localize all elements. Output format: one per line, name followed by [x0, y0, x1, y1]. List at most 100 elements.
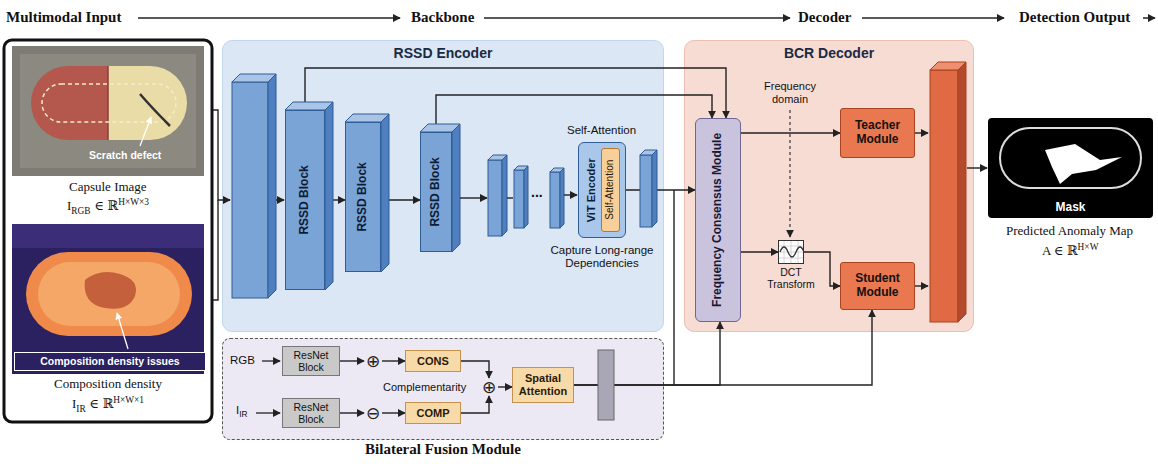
small-block: [514, 170, 524, 228]
flow-arrow: [262, 360, 280, 361]
label-text: I: [67, 198, 71, 213]
connector: [626, 189, 695, 190]
density-defect: [85, 272, 136, 309]
flow-arrow: [276, 199, 284, 200]
label-group: IIR: [236, 404, 247, 420]
label-group: Detection Output: [1019, 9, 1130, 26]
mask-defect: [1045, 144, 1122, 184]
block-side: [560, 168, 564, 228]
attention-box: Self-Attention: [601, 148, 620, 232]
small-block: [488, 160, 502, 236]
connector: [574, 322, 720, 385]
label-text: ∈ ℝ: [94, 198, 118, 213]
label-group: Capture Long-range Dependencies: [546, 244, 658, 270]
label-group: Capsule Image: [69, 180, 147, 195]
scratch-mark: [140, 94, 170, 126]
capsule-seam: [107, 66, 109, 140]
flow-arrow: [256, 412, 280, 413]
rssd-block: RSSD Block: [285, 110, 325, 290]
label-text: ...: [531, 184, 543, 200]
resnet-block: ResNet Block: [282, 398, 340, 428]
node-text: RSSD Encoder: [223, 41, 663, 61]
label-group: Decoder: [798, 9, 851, 26]
connector: [461, 396, 489, 413]
dotted-arrow: [789, 110, 790, 237]
resnet-block: ResNet Block: [282, 346, 340, 376]
connector: [382, 412, 405, 413]
label-text: Frequency domain: [764, 80, 816, 105]
input-wire: [213, 200, 218, 300]
anomaly-mask: Mask: [988, 118, 1153, 218]
fusion-wire: [673, 190, 674, 385]
header-arrow: [1143, 17, 1155, 19]
add-symbol: ⊕: [480, 378, 498, 396]
comp-box: COMP: [405, 402, 461, 424]
block-side: [652, 150, 657, 227]
subtract-symbol: ⊖: [364, 404, 382, 422]
block-side: [502, 155, 507, 236]
label-group: Self-Attention: [567, 124, 636, 137]
label-group: Frequency domain: [759, 80, 821, 105]
node-text: Frequency Consensus Module: [711, 133, 725, 307]
label-group: IRGB ∈ ℝH×W×3: [67, 197, 149, 217]
header-arrow: [484, 17, 790, 19]
flow-arrow: [460, 197, 487, 198]
node-text: ResNet Block: [286, 401, 336, 425]
cons-box: CONS: [405, 350, 461, 372]
block-side: [268, 74, 276, 298]
label-text: I: [236, 404, 239, 416]
label-group: Predicted Anomaly Map: [1006, 224, 1133, 239]
flow-arrow: [564, 194, 577, 195]
label-text: Decoder: [798, 9, 851, 25]
label-text: IR: [76, 404, 85, 414]
student-module: Student Module: [840, 262, 915, 310]
label-text: IR: [239, 410, 247, 419]
add-symbol: ⊕: [364, 352, 382, 370]
node-text: Mask: [1055, 201, 1085, 215]
label-group: A ∈ ℝH×W: [1042, 242, 1098, 259]
label-text: RGB: [71, 206, 90, 216]
density-core: [38, 262, 180, 326]
label-text: H×W×3: [118, 197, 149, 207]
dct-ground: [778, 240, 804, 264]
label-text: Backbone: [411, 9, 474, 25]
node-text: Student Module: [844, 272, 911, 300]
node-text: ⊖: [366, 404, 380, 422]
label-text: Detection Output: [1019, 9, 1130, 25]
node-text: Bilateral Fusion Module: [223, 441, 663, 458]
label-group: Scratch defect: [89, 149, 161, 161]
connector: [461, 361, 489, 378]
flow-line: [507, 197, 513, 198]
connector: [340, 412, 364, 413]
dct-grid: [778, 240, 804, 264]
connector: [804, 252, 840, 286]
leader-line: [117, 313, 128, 349]
label-text: A ∈ ℝ: [1042, 243, 1078, 258]
block-side: [524, 166, 528, 228]
label-text: Composition density: [54, 376, 162, 391]
label-text: Capsule Image: [69, 179, 147, 194]
node-text: ResNet Block: [286, 349, 336, 373]
node-text: Composition density issues: [40, 355, 179, 367]
dct-icon: DCT Transform: [778, 240, 804, 264]
attention-box: Spatial Attention: [512, 367, 574, 403]
flow-arrow: [915, 132, 928, 133]
node-text: RSSD Block: [429, 157, 443, 226]
label-text: H×W: [1078, 242, 1099, 252]
capsule-body: [108, 66, 187, 140]
node-text: Teacher Module: [844, 119, 911, 147]
label-group: Complementarity: [383, 381, 466, 394]
connector: [574, 310, 872, 385]
label-text: Multimodal Input: [6, 9, 121, 25]
label-group: IIR∈ ℝH×W×1: [72, 395, 144, 415]
connector: [382, 360, 405, 361]
node-text: BCR Decoder: [685, 41, 973, 61]
rssd-block: RSSD Block: [420, 132, 452, 252]
label-text: Scratch defect: [89, 149, 161, 161]
node-text: Self-Attention: [605, 160, 617, 220]
node-text: CONS: [417, 355, 449, 368]
input-frame: [4, 40, 212, 422]
label-text: RGB: [230, 354, 255, 366]
connector: [741, 132, 840, 133]
